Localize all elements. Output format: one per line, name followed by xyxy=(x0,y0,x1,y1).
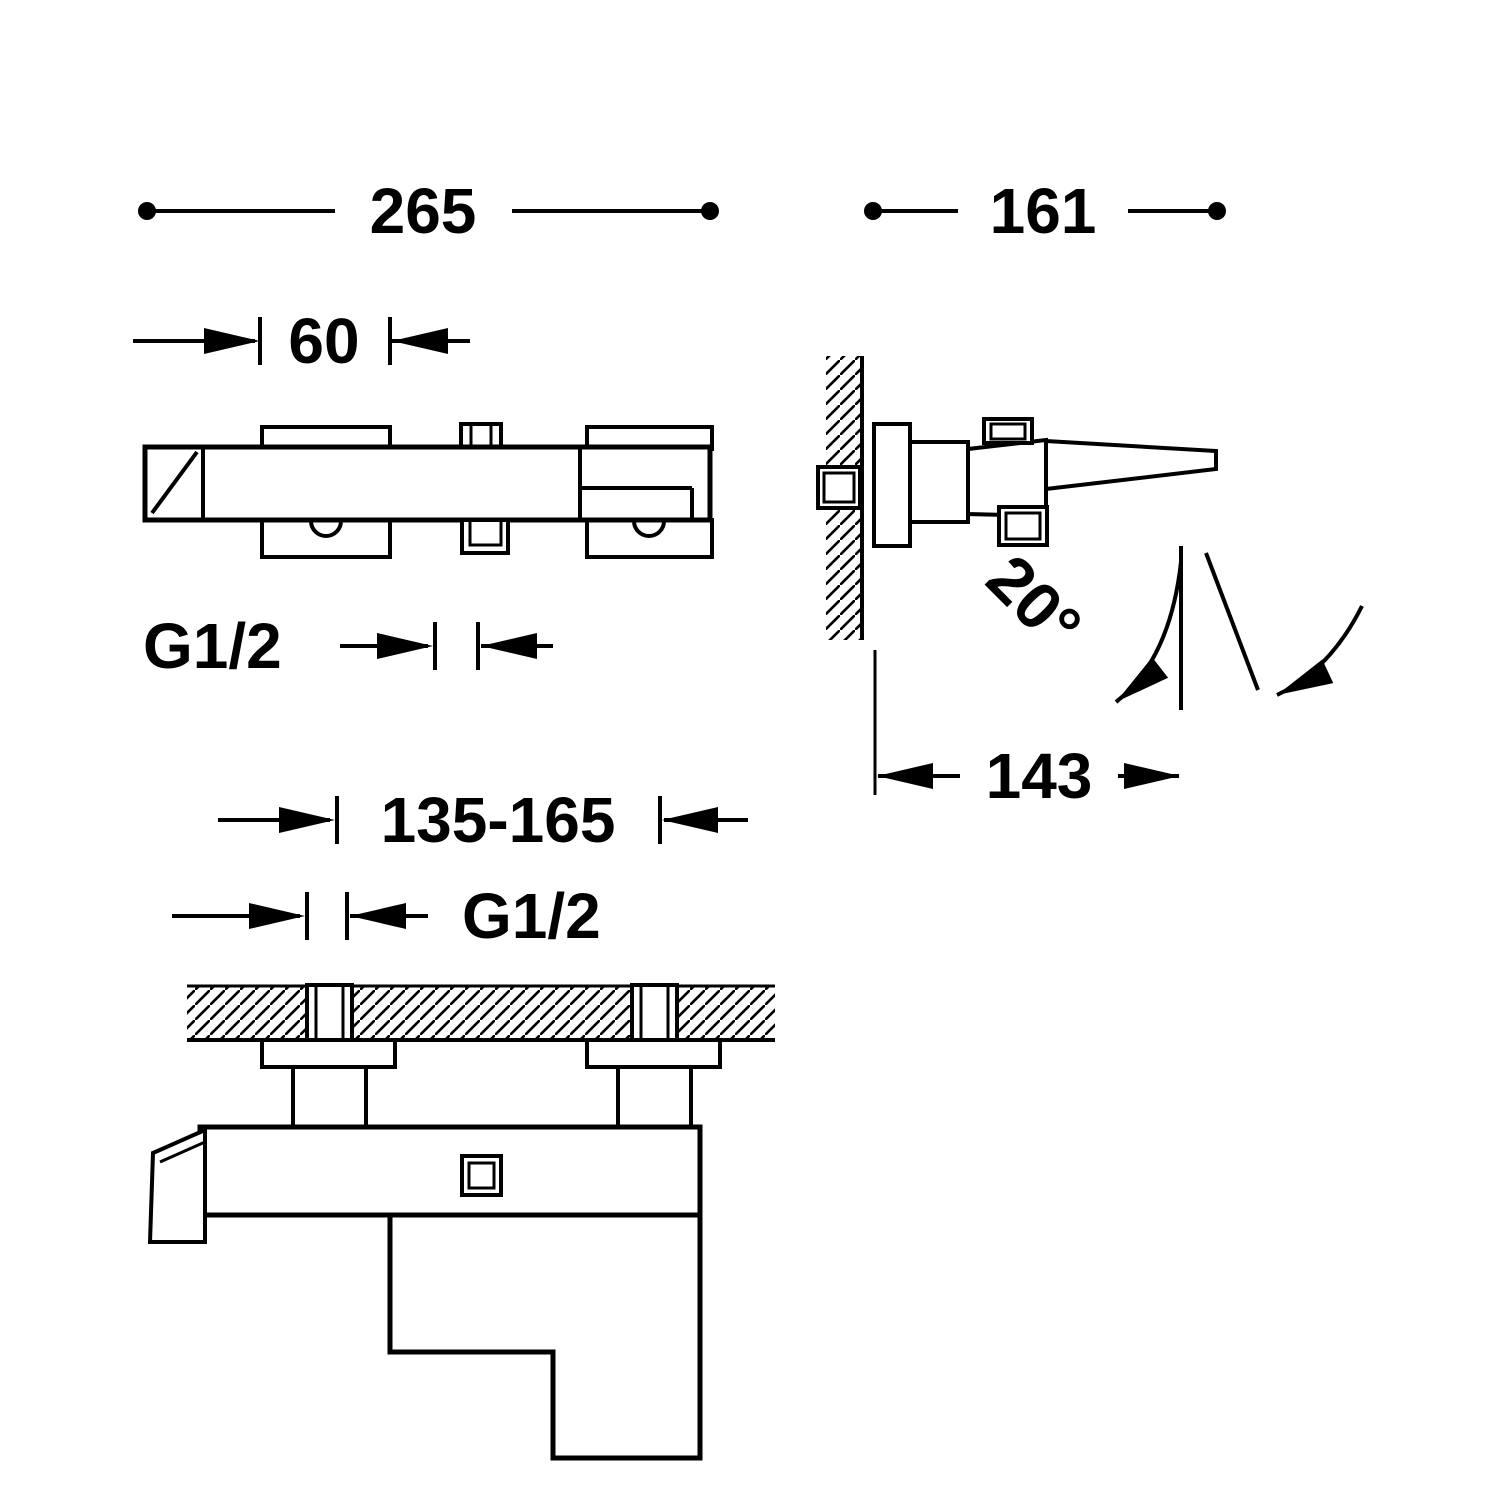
arrowhead xyxy=(350,903,406,929)
angle-handle-label: 20° xyxy=(973,541,1096,664)
arrowhead xyxy=(1116,657,1169,702)
bottom-view xyxy=(147,983,775,1461)
arrowhead xyxy=(279,807,335,833)
dimension-265 xyxy=(138,202,719,220)
dimension-60 xyxy=(133,317,470,365)
escutcheon-right xyxy=(585,518,714,559)
dimension-135-165 xyxy=(218,796,748,844)
escutcheon-side xyxy=(872,422,912,548)
handle-elevation xyxy=(147,1126,207,1244)
front-view xyxy=(142,422,714,559)
escutcheon-plate-right xyxy=(585,1038,722,1069)
arrowhead xyxy=(1277,659,1334,695)
arrowhead xyxy=(1124,763,1180,789)
escutcheon-plate-left xyxy=(260,1038,397,1069)
handle-lever xyxy=(1044,438,1218,492)
arrowhead xyxy=(481,633,537,659)
spout-profile xyxy=(387,1212,703,1461)
dim-side-projection-label: 161 xyxy=(990,175,1097,247)
arrowhead xyxy=(392,328,448,354)
dimension-endpoint-dot xyxy=(1208,202,1226,220)
mixer-body xyxy=(142,444,713,523)
arrowhead xyxy=(662,807,718,833)
angle-annotation xyxy=(1114,546,1364,710)
dimension-endpoint-dot xyxy=(701,202,719,220)
dimension-161 xyxy=(864,202,1226,220)
diverter-button xyxy=(460,1154,503,1197)
arrowhead xyxy=(877,763,933,789)
side-view xyxy=(816,356,1218,640)
arrowhead xyxy=(249,903,305,929)
dimension-143 xyxy=(873,650,1180,795)
dim-overall-width-label: 265 xyxy=(370,175,477,247)
supply-circle-left xyxy=(309,520,343,538)
wall-hatch-band xyxy=(187,986,775,1040)
connection-pipe-right xyxy=(616,1065,693,1129)
thread-top-view-label: G1/2 xyxy=(143,610,282,682)
dimension-g12-lower xyxy=(172,892,428,940)
dim-escutcheon-width-label: 60 xyxy=(288,305,359,377)
supply-circle-right xyxy=(632,520,666,538)
body-side xyxy=(908,440,970,524)
supply-nipple-left xyxy=(305,983,354,1042)
arrowhead xyxy=(204,328,260,354)
escutcheon-left xyxy=(260,518,392,559)
supply-nipple-right xyxy=(630,983,679,1042)
mixer-body-elevation xyxy=(197,1124,703,1218)
thread-bottom-view-label: G1/2 xyxy=(462,880,601,952)
arrowhead xyxy=(377,633,433,659)
dimension-g12-upper xyxy=(340,622,553,670)
dim-connection-centers-label: 135-165 xyxy=(381,784,616,856)
dim-spout-reach-label: 143 xyxy=(986,740,1093,812)
connection-pipe-left xyxy=(291,1065,368,1129)
handle-pivot xyxy=(966,437,1048,519)
